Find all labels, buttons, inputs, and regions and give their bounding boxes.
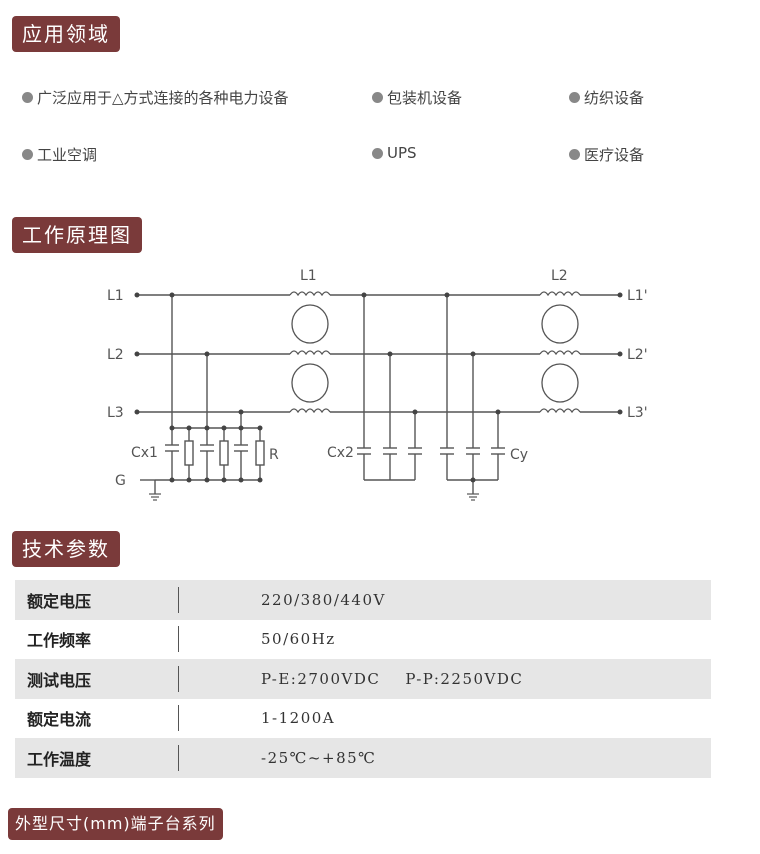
table-row: 工作温度 -25℃~+85℃ bbox=[15, 738, 711, 778]
column-divider bbox=[178, 665, 179, 692]
table-row: 额定电流 1-1200A bbox=[15, 699, 711, 739]
spec-label: 额定电流 bbox=[27, 710, 92, 730]
spec-value: P-E:2700VDC P-P:2250VDC bbox=[261, 669, 524, 688]
table-row: 额定电压 220/380/440V bbox=[15, 580, 711, 620]
output-label-l2: L2' bbox=[627, 347, 648, 363]
principle-heading: 工作原理图 bbox=[12, 217, 142, 253]
application-text: 工业空调 bbox=[37, 146, 98, 164]
bullet-icon bbox=[372, 92, 383, 103]
column-divider bbox=[178, 626, 179, 653]
spec-value: 1-1200A bbox=[261, 709, 336, 728]
spec-value: 50/60Hz bbox=[261, 630, 336, 649]
column-divider bbox=[178, 744, 179, 771]
specs-heading: 技术参数 bbox=[12, 531, 120, 567]
column-divider bbox=[178, 586, 179, 613]
list-item: 工业空调 bbox=[22, 144, 97, 165]
table-row: 测试电压 P-E:2700VDC P-P:2250VDC bbox=[15, 659, 711, 699]
spec-label: 工作温度 bbox=[27, 749, 92, 769]
spec-label: 工作频率 bbox=[27, 631, 92, 651]
spec-value: 220/380/440V bbox=[261, 590, 386, 609]
output-label-l3: L3' bbox=[627, 405, 648, 421]
list-item: 广泛应用于△方式连接的各种电力设备 bbox=[22, 87, 289, 108]
table-row: 工作频率 50/60Hz bbox=[15, 620, 711, 660]
application-text: 医疗设备 bbox=[584, 146, 645, 164]
list-item: 纺织设备 bbox=[569, 87, 644, 108]
list-item: 包装机设备 bbox=[372, 87, 462, 108]
applications-heading: 应用领域 bbox=[12, 16, 120, 52]
cy-label: Cy bbox=[510, 447, 528, 463]
bullet-icon bbox=[569, 149, 580, 160]
application-text: UPS bbox=[387, 144, 417, 162]
bullet-icon bbox=[372, 147, 383, 159]
spec-label: 额定电压 bbox=[27, 591, 92, 611]
input-label-l2: L2 bbox=[107, 347, 124, 363]
choke-label-2: L2 bbox=[551, 268, 568, 284]
resistor-label: R bbox=[269, 447, 279, 463]
dimensions-heading: 外型尺寸(mm)端子台系列 bbox=[8, 808, 223, 840]
column-divider bbox=[178, 705, 179, 732]
application-text: 广泛应用于△方式连接的各种电力设备 bbox=[37, 89, 289, 107]
bullet-icon bbox=[569, 92, 580, 103]
input-label-l3: L3 bbox=[107, 405, 124, 421]
ground-label: G bbox=[115, 473, 126, 489]
list-item: 医疗设备 bbox=[569, 144, 644, 165]
spec-value: -25℃~+85℃ bbox=[261, 748, 377, 767]
spec-table: 额定电压 220/380/440V 工作频率 50/60Hz 测试电压 P-E:… bbox=[15, 580, 711, 778]
input-label-l1: L1 bbox=[107, 288, 124, 304]
cx2-label: Cx2 bbox=[327, 445, 354, 461]
output-label-l1: L1' bbox=[627, 288, 648, 304]
spec-label: 测试电压 bbox=[27, 670, 92, 690]
bullet-icon bbox=[22, 149, 33, 160]
application-text: 包装机设备 bbox=[387, 89, 463, 107]
application-text: 纺织设备 bbox=[584, 89, 645, 107]
bullet-icon bbox=[22, 92, 33, 103]
cx1-label: Cx1 bbox=[131, 445, 158, 461]
list-item: UPS bbox=[372, 144, 417, 162]
choke-label-1: L1 bbox=[300, 268, 317, 284]
circuit-diagram: L1 L2 L3 G L1' L2' L3' L1 L2 Cx1 R Cx2 C… bbox=[107, 268, 648, 501]
